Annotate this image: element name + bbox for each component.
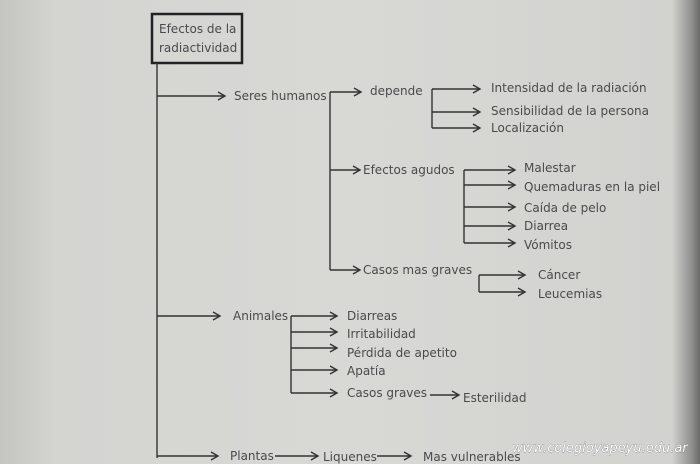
node-animales: Animales: [233, 309, 288, 323]
leaf: Casos graves: [347, 386, 427, 400]
leaf: Quemaduras en la piel: [524, 180, 660, 194]
node-liquenes: Liquenes: [323, 450, 377, 464]
leaf: Diarrea: [524, 219, 568, 233]
leaf: Intensidad de la radiación: [491, 81, 647, 95]
leaf: Sensibilidad de la persona: [491, 104, 649, 118]
leaf: Cáncer: [538, 268, 580, 282]
title-line-1: Efectos de la: [159, 22, 236, 36]
node-casos-mas-graves: Casos mas graves: [363, 263, 472, 277]
leaf: Irritabilidad: [347, 327, 416, 341]
leaf: Diarreas: [347, 309, 397, 323]
leaf: Apatía: [347, 364, 386, 378]
leaf: Malestar: [524, 161, 576, 175]
leaf: Pérdida de apetito: [347, 346, 457, 360]
leaf: Localización: [491, 121, 564, 135]
node-mas-vulnerables: Mas vulnerables: [423, 450, 521, 464]
leaf-esterilidad: Esterilidad: [463, 391, 526, 405]
leaf: Leucemias: [538, 287, 602, 301]
leaf: Caída de pelo: [524, 201, 606, 215]
title-line-2: radiactividad: [159, 41, 237, 55]
node-plantas: Plantas: [230, 449, 274, 463]
node-efectos-agudos: Efectos agudos: [363, 163, 455, 177]
title-box: [150, 12, 244, 65]
watermark: www.colegioyapeyu.edu.ar: [512, 441, 689, 456]
leaf: Vómitos: [524, 238, 572, 252]
node-depende: depende: [370, 84, 423, 98]
node-seres-humanos: Seres humanos: [234, 89, 327, 103]
